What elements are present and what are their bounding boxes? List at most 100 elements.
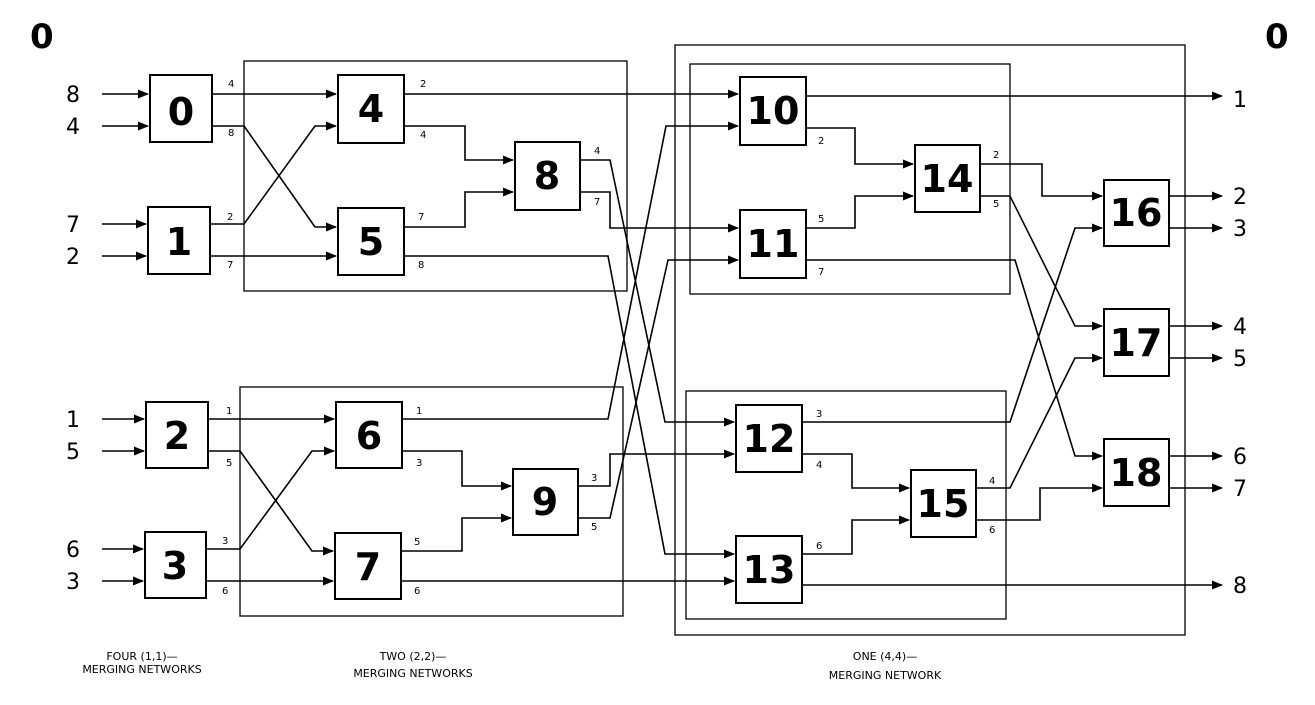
input-values: 8 4 7 2 1 5 6 3	[66, 83, 80, 595]
node-label-7: 7	[355, 545, 381, 589]
node-box-15	[910, 469, 977, 538]
node-label-2: 2	[164, 414, 190, 458]
one-4-4-merging-group	[674, 44, 1186, 636]
node-box-3	[144, 531, 207, 599]
wire-value: 6	[414, 586, 420, 597]
wire-value: 5	[818, 214, 824, 225]
node-label-10: 10	[747, 89, 800, 133]
node-box-13	[735, 535, 803, 604]
output-value: 4	[1233, 315, 1247, 340]
node-label-5: 5	[358, 220, 384, 264]
wire-value: 2	[818, 136, 824, 147]
wire-value: 8	[228, 128, 234, 139]
captions: FOUR (1,1)— MERGING NETWORKS TWO (2,2)— …	[82, 650, 942, 682]
output-value: 5	[1233, 347, 1247, 372]
wire-value: 5	[226, 458, 232, 469]
lower-two-2-2-merging-group	[239, 386, 624, 617]
stage2-wires	[401, 89, 740, 586]
input-value: 2	[66, 245, 80, 270]
caption-one-line1: ONE (4,4)—	[853, 650, 917, 663]
node-box-18	[1103, 438, 1170, 507]
lower-inner-merging-group	[685, 390, 1007, 620]
node-box-16	[1103, 179, 1170, 247]
node-box-1	[147, 206, 211, 275]
wire-value: 7	[594, 197, 600, 208]
wire-value-labels: 4 8 2 7 1 5 3 6 2 4 7 8 1 3 5 6 4 7 3 5 …	[222, 79, 999, 597]
wire-value: 7	[418, 212, 424, 223]
input-value: 8	[66, 83, 80, 108]
input-value: 4	[66, 115, 80, 140]
node-label-17: 17	[1110, 321, 1163, 365]
wire-value: 7	[818, 267, 824, 278]
output-value: 3	[1233, 217, 1247, 242]
wire-value: 3	[816, 409, 822, 420]
node-label-15: 15	[917, 482, 970, 526]
wire-value: 5	[414, 537, 420, 548]
node-box-4	[337, 74, 405, 144]
input-value: 1	[66, 408, 80, 433]
input-value: 3	[66, 570, 80, 595]
node-label-14: 14	[921, 157, 974, 201]
wire-value: 6	[989, 525, 995, 536]
wire-value: 7	[227, 260, 233, 271]
caption-one-line2: MERGING NETWORK	[829, 669, 942, 682]
wire-value: 6	[222, 586, 228, 597]
caption-four-line1: FOUR (1,1)—	[106, 650, 177, 663]
input-wires	[102, 89, 150, 586]
corner-label-right: 0	[1265, 17, 1289, 57]
node-box-14	[914, 144, 981, 213]
wire-value: 2	[420, 79, 426, 90]
wire-value: 4	[989, 476, 995, 487]
wire-value: 5	[591, 522, 597, 533]
node-label-12: 12	[743, 417, 796, 461]
caption-four-line2: MERGING NETWORKS	[82, 663, 201, 676]
node-label-1: 1	[166, 220, 192, 264]
wire-value: 3	[416, 458, 422, 469]
node-box-0	[149, 74, 213, 143]
stage1-wires	[206, 89, 338, 586]
wire-value: 5	[993, 199, 999, 210]
node-box-7	[334, 532, 402, 600]
wire-value: 3	[222, 536, 228, 547]
output-value: 7	[1233, 477, 1247, 502]
wire-value: 4	[420, 130, 426, 141]
node-box-5	[337, 207, 405, 276]
wire-value: 1	[226, 406, 232, 417]
node-label-13: 13	[743, 548, 796, 592]
wire-value: 6	[816, 541, 822, 552]
stage4-wires	[802, 91, 1224, 590]
node-label-18: 18	[1110, 451, 1163, 495]
output-value: 8	[1233, 574, 1247, 599]
stage5-wires	[976, 163, 1104, 521]
input-value: 7	[66, 213, 80, 238]
comparator-nodes: 0 1 2 3 4 5 6 7 8 9 10 11 12 13 14 15 16…	[144, 74, 1170, 604]
stage3-wires	[578, 159, 740, 519]
node-box-17	[1103, 308, 1170, 377]
upper-inner-merging-group	[689, 63, 1011, 295]
wire-value: 2	[993, 150, 999, 161]
node-box-12	[735, 404, 803, 473]
node-box-10	[739, 76, 807, 146]
node-label-9: 9	[532, 480, 558, 524]
output-wires	[1169, 191, 1224, 493]
node-label-4: 4	[358, 87, 384, 131]
upper-two-2-2-merging-group	[243, 60, 628, 292]
input-value: 5	[66, 440, 80, 465]
node-label-8: 8	[534, 154, 560, 198]
node-box-11	[739, 209, 807, 279]
node-label-16: 16	[1110, 191, 1163, 235]
output-values: 1 2 3 4 5 6 7 8	[1233, 88, 1247, 599]
wire-value: 1	[416, 406, 422, 417]
node-box-2	[145, 401, 209, 469]
node-label-3: 3	[162, 544, 188, 588]
node-box-9	[512, 468, 579, 536]
wire-value: 3	[591, 473, 597, 484]
node-label-6: 6	[356, 414, 382, 458]
node-label-0: 0	[168, 90, 194, 134]
corner-label-left: 0	[30, 17, 54, 57]
caption-two-line1: TWO (2,2)—	[379, 650, 447, 663]
wire-value: 2	[227, 212, 233, 223]
wire-value: 4	[816, 460, 822, 471]
node-box-6	[335, 401, 403, 469]
